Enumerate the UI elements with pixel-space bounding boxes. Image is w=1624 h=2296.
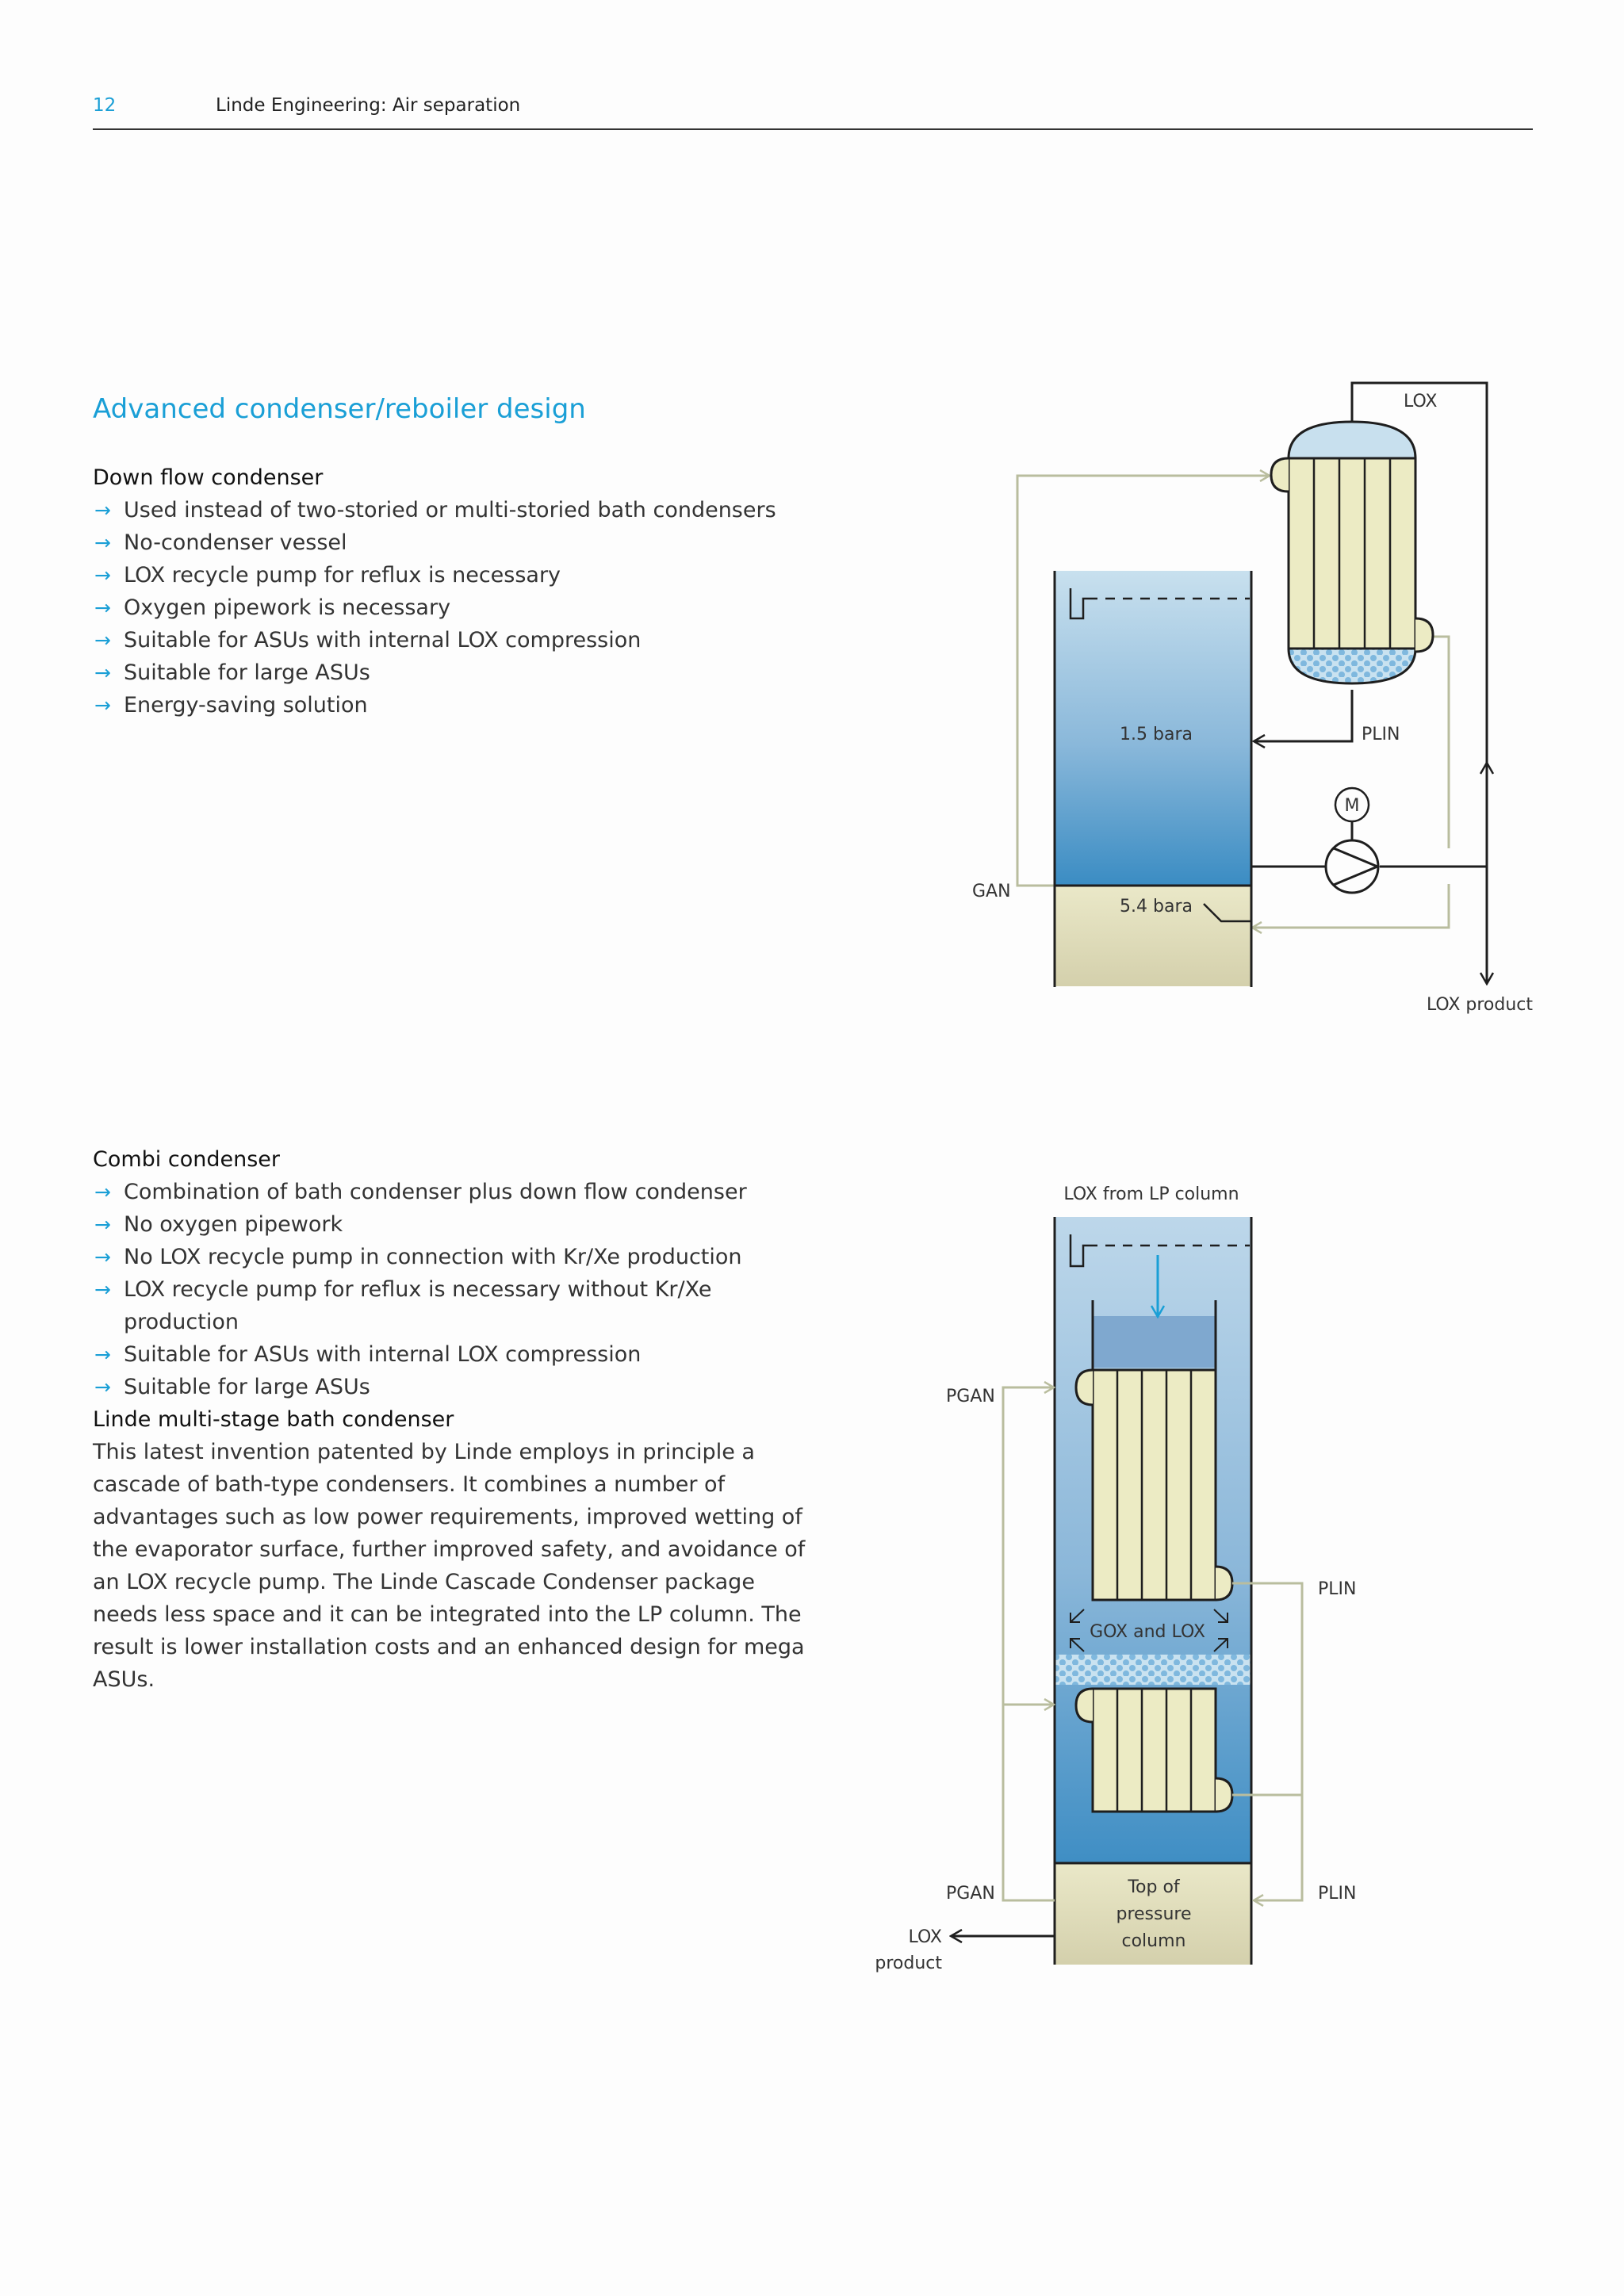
lower-exchanger (1074, 1687, 1234, 1813)
gox-lox-label: GOX and LOX (1090, 1622, 1205, 1642)
pressure-column-label-2: pressure (1116, 1904, 1191, 1924)
down-flow-heading: Down flow condenser (93, 465, 324, 490)
page-number: 12 (93, 95, 117, 116)
pressure-column-label-1: Top of (1127, 1877, 1181, 1897)
arrow-right-icon: → (94, 1213, 111, 1236)
list-item: →No-condenser vessel (93, 526, 830, 559)
column-walls (1053, 1217, 1253, 1965)
lox-label: LOX (1404, 392, 1437, 411)
lox-from-lp-label: LOX from LP column (1063, 1184, 1239, 1204)
list-item: →Suitable for large ASUs (93, 1371, 830, 1403)
motor-label: M (1345, 796, 1360, 816)
arrow-right-icon: → (94, 1278, 111, 1301)
arrow-right-icon: → (94, 596, 111, 619)
list-item: →Energy-saving solution (93, 689, 830, 721)
list-item: →Oxygen pipework is necessary (93, 591, 830, 624)
list-item: →Combination of bath condenser plus down… (93, 1176, 830, 1208)
arrow-right-icon: → (94, 661, 111, 684)
arrow-right-icon: → (94, 1343, 111, 1366)
list-item: →No oxygen pipework (93, 1208, 830, 1241)
list-item: →No LOX recycle pump in connection with … (93, 1241, 830, 1273)
list-item: →Suitable for large ASUs (93, 656, 830, 689)
list-item: →LOX recycle pump for reflux is necessar… (93, 1273, 830, 1338)
distributor (1069, 588, 1251, 923)
lox-recycle-pump: M (1324, 786, 1381, 894)
arrow-right-icon: → (94, 694, 111, 717)
gox-lox-arrows (1070, 1609, 1228, 1652)
process-lines (1251, 381, 1487, 983)
plin-label: PLIN (1362, 725, 1400, 744)
header-rule (93, 128, 1533, 130)
down-flow-list: →Used instead of two-storied or multi-st… (93, 494, 830, 721)
lox-product-label: LOX product (1427, 995, 1533, 1015)
distributor (1069, 1234, 1250, 1268)
section-title: Advanced condenser/reboiler design (93, 393, 586, 425)
arrow-right-icon: → (94, 531, 111, 554)
running-header: Linde Engineering: Air separation (216, 95, 521, 116)
arrow-right-icon: → (94, 1181, 111, 1203)
lox-product-label-2: product (875, 1954, 942, 1973)
plin-bottom-label: PLIN (1318, 1884, 1356, 1904)
multistage-heading: Linde multi-stage bath condenser (93, 1407, 454, 1432)
down-flow-diagram: M LOX 1.5 bara 5.4 bara PLIN GAN LOX pro… (972, 381, 1533, 1015)
gan-pipe (1016, 476, 1269, 887)
combi-list: →Combination of bath condenser plus down… (93, 1176, 830, 1403)
combi-heading: Combi condenser (93, 1147, 281, 1172)
list-item: →Used instead of two-storied or multi-st… (93, 494, 830, 526)
arrow-right-icon: → (94, 1376, 111, 1399)
motor-icon (1334, 786, 1370, 823)
pgan-top-label: PGAN (946, 1387, 995, 1406)
list-item: →Suitable for ASUs with internal LOX com… (93, 624, 830, 656)
multistage-section: Linde multi-stage bath condenser This la… (93, 1403, 814, 1696)
down-flow-condenser (1270, 420, 1434, 685)
recycle-pipe (1253, 635, 1450, 928)
column-walls (1053, 571, 1253, 987)
upper-exchanger (1074, 1368, 1234, 1601)
combi-diagram: LOX from LP column PGAN PLIN GOX and LOX… (875, 1184, 1356, 1973)
pgan-pipes (1002, 1387, 1055, 1902)
lox-product-label-1: LOX (909, 1927, 942, 1947)
arrow-right-icon: → (94, 564, 111, 587)
bath-liquid (1093, 1316, 1216, 1368)
gan-label: GAN (972, 882, 1011, 901)
bara-bottom-label: 5.4 bara (1120, 897, 1193, 916)
combi-section: Combi condenser →Combination of bath con… (93, 1143, 830, 1403)
lp-column (1055, 571, 1251, 886)
arrow-right-icon: → (94, 629, 111, 652)
arrow-right-icon: → (94, 1246, 111, 1269)
plin-top-label: PLIN (1318, 1579, 1356, 1599)
list-item: →LOX recycle pump for reflux is necessar… (93, 559, 830, 591)
pressure-column-label-3: column (1122, 1931, 1186, 1951)
plin-pipes (1232, 1582, 1304, 1900)
pgan-bottom-label: PGAN (946, 1884, 995, 1904)
bara-top-label: 1.5 bara (1120, 725, 1193, 744)
arrow-right-icon: → (94, 499, 111, 522)
hp-column-top (1055, 886, 1251, 986)
bubble-layer (1055, 1655, 1251, 1685)
pressure-column-top (1055, 1863, 1251, 1965)
down-flow-section: Down flow condenser →Used instead of two… (93, 461, 830, 721)
list-item: →Suitable for ASUs with internal LOX com… (93, 1338, 830, 1371)
multistage-body: This latest invention patented by Linde … (93, 1440, 806, 1692)
